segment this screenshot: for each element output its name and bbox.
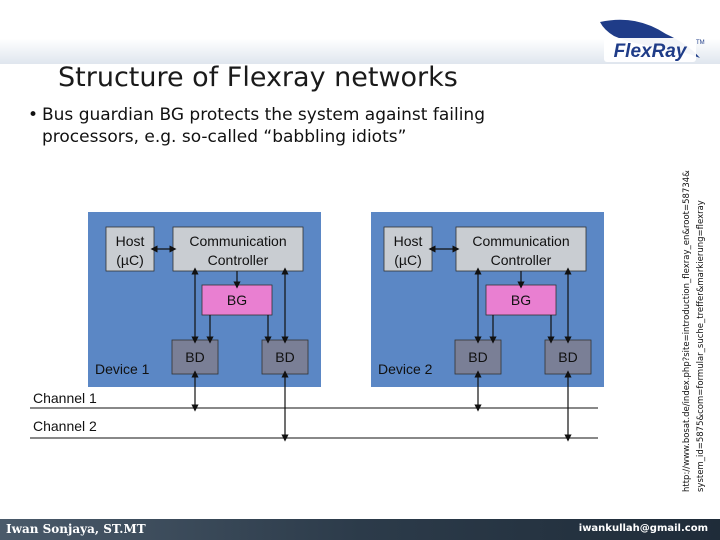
device2-bd-left-label: BD <box>468 349 487 365</box>
bullet-text-line2: processors, e.g. so-called “babbling idi… <box>42 127 407 147</box>
side-url-line2: system_id=5875&com=formular_suche_treffe… <box>696 200 706 492</box>
device2-cc-box <box>455 226 587 272</box>
channel1-label: Channel 1 <box>33 390 97 406</box>
device2-host-label2: (µC) <box>394 252 422 268</box>
device1-bg-box <box>201 284 273 316</box>
flexray-logo-text-bg <box>604 38 696 62</box>
device1-block: Host (µC) Communication Controller BG BD… <box>88 212 321 387</box>
device1-bd-right-label: BD <box>275 349 294 365</box>
device2-cc-label2: Controller <box>491 252 552 268</box>
flexray-logo-text: FlexRay <box>614 41 688 62</box>
footer-bar: Iwan Sonjaya, ST.MT iwankullah@gmail.com <box>0 519 720 540</box>
footer-author: Iwan Sonjaya, ST.MT <box>6 522 146 536</box>
device2-bg-label: BG <box>511 292 531 308</box>
device2-cc-label1: Communication <box>472 233 569 249</box>
slide-title: Structure of Flexray networks <box>58 62 458 93</box>
bullet-dot-icon: • <box>28 105 39 125</box>
device2-bd-left-box <box>454 339 502 375</box>
device2-label: Device 2 <box>378 361 433 377</box>
device2-block: Host (µC) Communication Controller BG BD… <box>371 212 604 387</box>
device1-cc-box <box>172 226 304 272</box>
device1-host-label2: (µC) <box>116 252 144 268</box>
device2-bg-box <box>485 284 557 316</box>
flexray-logo-tm: TM <box>696 40 705 46</box>
device2-host-label1: Host <box>394 233 423 249</box>
side-source-url: http://www.bosat.de/index.php?site=intro… <box>668 150 716 495</box>
header-band <box>0 0 720 64</box>
side-url-line1: http://www.bosat.de/index.php?site=intro… <box>682 170 692 492</box>
device1-host-label1: Host <box>116 233 145 249</box>
device2-bd-right-label: BD <box>558 349 577 365</box>
device1-host-box <box>105 226 155 272</box>
bullet-text-line1: Bus guardian BG protects the system agai… <box>42 105 485 125</box>
device1-label: Device 1 <box>95 361 150 377</box>
channel2-label: Channel 2 <box>33 418 97 434</box>
device1-cc-label2: Controller <box>208 252 269 268</box>
device2-host-box <box>383 226 433 272</box>
device1-bg-label: BG <box>227 292 247 308</box>
device1-bd-left-label: BD <box>185 349 204 365</box>
footer-email: iwankullah@gmail.com <box>578 523 708 534</box>
flexray-logo: FlexRay TM <box>600 19 705 62</box>
device1-cc-label1: Communication <box>189 233 286 249</box>
